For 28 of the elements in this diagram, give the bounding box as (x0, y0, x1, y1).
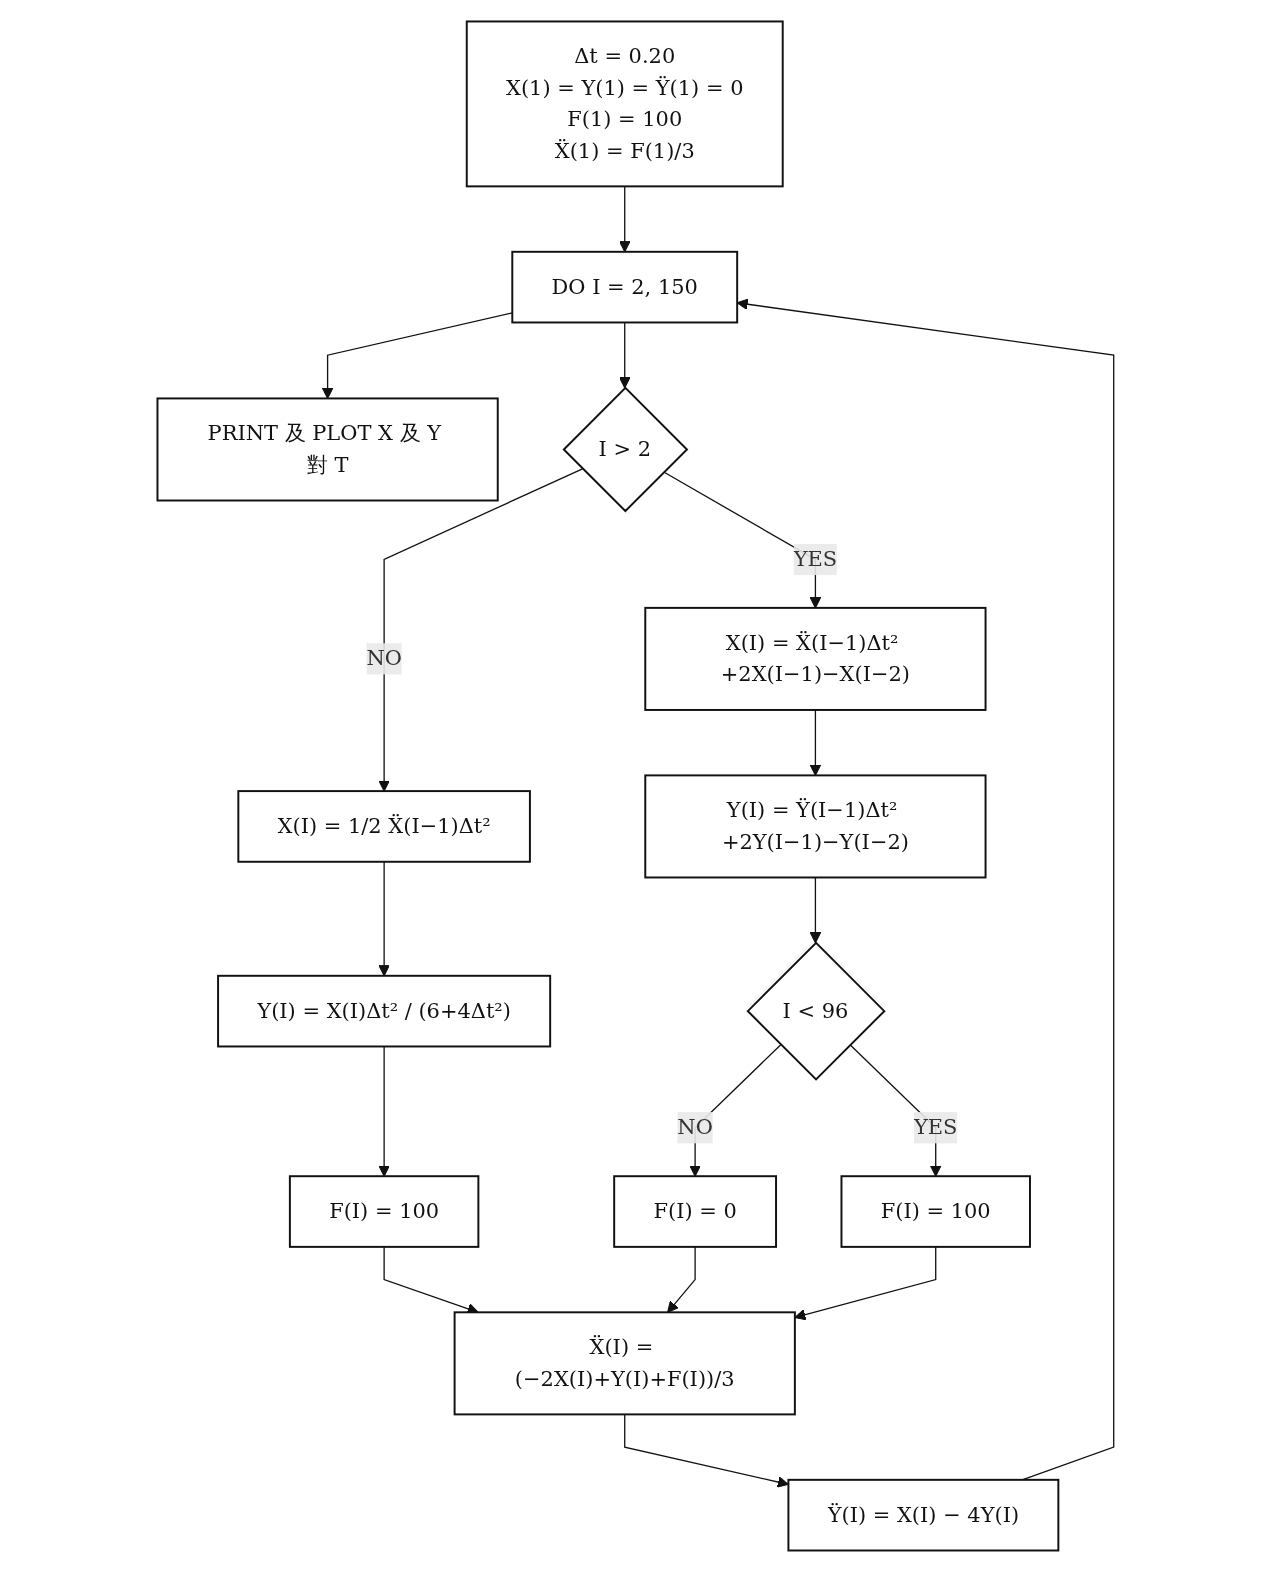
arrow (378, 1045, 391, 1177)
node-box: F(I) = 100 (840, 1174, 1032, 1248)
node-box: Ẍ(I) = (−2X(I)+Y(I)+F(I))/3 (454, 1310, 797, 1415)
node-box: X(I) = Ẍ(I−1)Δt² +2X(I−1)−X(I−2) (644, 606, 987, 711)
arrow (810, 708, 822, 776)
node-diamond: I < 96 (746, 941, 887, 1081)
arrow (737, 298, 1115, 1480)
node-box: F(I) = 100 (289, 1174, 480, 1248)
node-box: Δt = 0.20 X(1) = Y(1) = Ÿ(1) = 0 F(1) = 100 Ẍ(1) = F(1)/3 (466, 20, 785, 187)
edge-label: YES (794, 545, 838, 571)
arrow (619, 321, 631, 388)
edge-label: YES (914, 1114, 958, 1140)
node-box: Y(I) = Ÿ(I−1)Δt² +2Y(I−1)−Y(I−2) (644, 773, 987, 878)
arrow (619, 185, 631, 252)
node-box: Ÿ(I) = X(I) − 4Y(I) (787, 1478, 1060, 1551)
node-diamond: I > 2 (562, 386, 689, 512)
edge-label: NO (366, 645, 403, 671)
node-box: PRINT 及 PLOT X 及 Y 對 T (156, 396, 500, 501)
node-box: F(I) = 0 (613, 1174, 778, 1248)
node-box: DO I = 2, 150 (511, 250, 739, 323)
arrow (378, 860, 391, 976)
arrow (378, 467, 584, 792)
node-box: X(I) = 1/2 Ẍ(I−1)Δt² (237, 789, 532, 863)
arrow (794, 1245, 937, 1320)
arrow (667, 1245, 697, 1313)
edge-label: NO (677, 1114, 714, 1140)
arrow (810, 876, 822, 943)
node-box: Y(I) = X(I)Δt² / (6+4Δt²) (217, 974, 552, 1047)
